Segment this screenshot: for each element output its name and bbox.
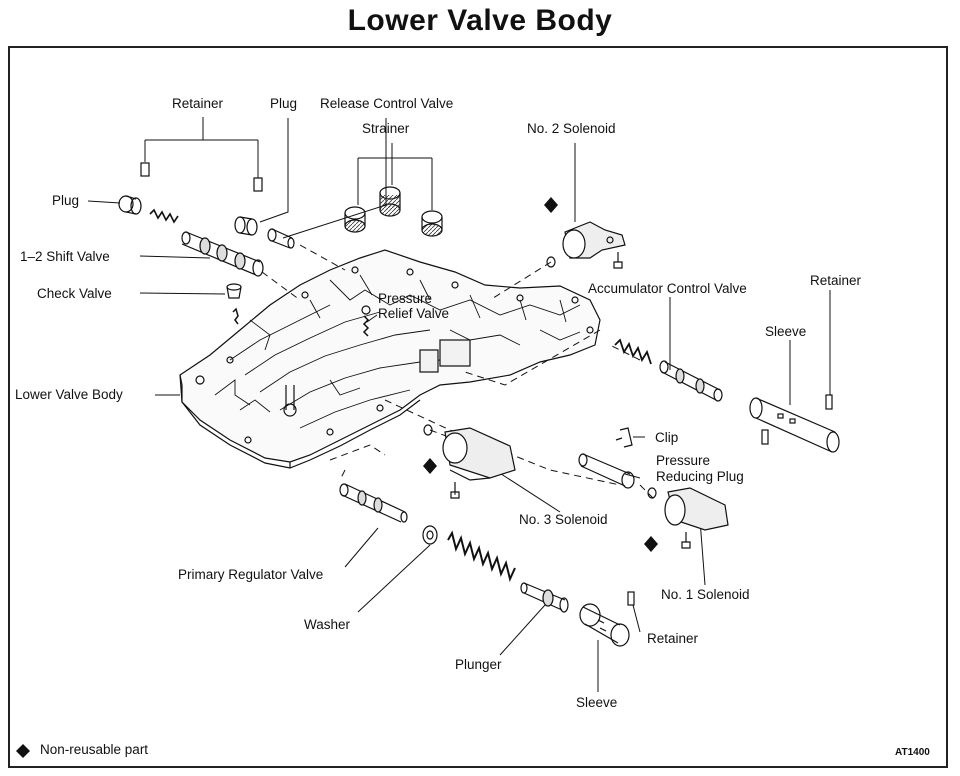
label-primary-regulator-valve: Primary Regulator Valve	[178, 567, 324, 582]
label-sleeve-bottom: Sleeve	[576, 695, 618, 710]
spring-small-part	[149, 208, 179, 224]
diamond-icon	[16, 744, 30, 758]
label-retainer-right: Retainer	[810, 273, 862, 288]
no1-solenoid-part	[647, 487, 729, 549]
plug-left-part	[118, 195, 142, 215]
label-lower-valve-body: Lower Valve Body	[15, 387, 123, 402]
label-pressure-reducing-plug-line1: Pressure	[656, 453, 711, 468]
figure-code: AT1400	[895, 747, 930, 758]
non-reusable-markers	[423, 197, 658, 552]
no3-solenoid-part	[423, 424, 516, 499]
diagram-title: Lower Valve Body	[347, 4, 613, 37]
no2-solenoid-part	[546, 221, 626, 269]
label-no1-solenoid: No. 1 Solenoid	[661, 587, 750, 602]
label-plug-left: Plug	[52, 193, 80, 208]
label-pressure-relief-valve-line2: Relief Valve	[378, 306, 450, 321]
diagram-frame	[8, 46, 948, 768]
clip-part	[615, 427, 633, 448]
label-strainer: Strainer	[362, 121, 410, 136]
retainer-pin-right	[253, 177, 263, 192]
leader-lines	[87, 117, 831, 692]
retainer-bottom-part	[627, 591, 635, 606]
pressure-reducing-plug-part	[578, 453, 635, 489]
legend-text: Non-reusable part	[40, 742, 149, 757]
label-shift-valve-12: 1–2 Shift Valve	[20, 249, 110, 264]
accumulator-spring-part	[614, 338, 652, 365]
primary-regulator-valve-part	[339, 483, 408, 523]
retainer-pin-left	[140, 162, 150, 177]
label-washer: Washer	[304, 617, 351, 632]
release-control-valve-part	[267, 228, 295, 249]
sleeve-bottom-part	[579, 603, 630, 647]
label-sleeve-right: Sleeve	[765, 324, 807, 339]
plunger-part	[520, 582, 569, 613]
regulator-spring-part	[447, 530, 516, 583]
label-no2-solenoid: No. 2 Solenoid	[527, 121, 616, 136]
label-retainer-top: Retainer	[172, 96, 224, 111]
label-pressure-relief-valve-line1: Pressure	[378, 291, 433, 306]
washer-part	[422, 525, 438, 545]
shift-valve-part	[181, 231, 264, 277]
lower-valve-body-casting	[179, 249, 601, 469]
label-pressure-reducing-plug-line2: Reducing Plug	[656, 469, 744, 484]
label-accumulator-control-valve: Accumulator Control Valve	[588, 281, 747, 296]
sleeve-right-part	[749, 394, 840, 453]
label-plug-top: Plug	[270, 96, 298, 111]
pressure-relief-valve-part	[361, 305, 371, 337]
accumulator-control-valve-part	[659, 360, 723, 402]
label-release-control-valve: Release Control Valve	[320, 96, 454, 111]
label-retainer-bottom: Retainer	[647, 631, 699, 646]
label-plunger: Plunger	[455, 657, 502, 672]
strainer-parts	[344, 186, 443, 237]
label-clip: Clip	[655, 430, 679, 445]
label-no3-solenoid: No. 3 Solenoid	[519, 512, 608, 527]
label-check-valve: Check Valve	[37, 286, 112, 301]
plug-top-part	[234, 216, 258, 236]
check-valve-part	[226, 283, 242, 325]
